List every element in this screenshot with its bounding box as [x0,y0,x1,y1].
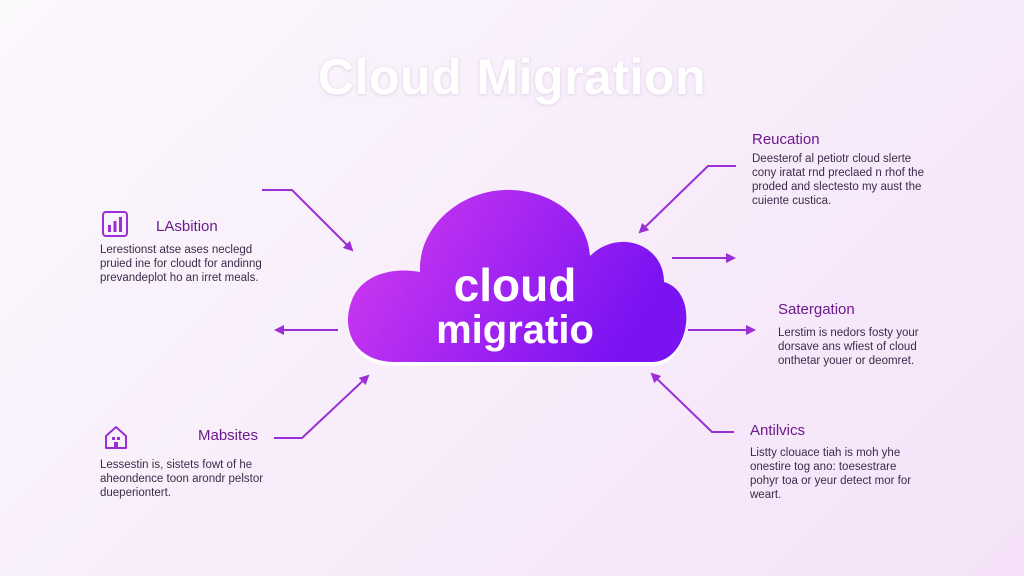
node-heading-bottom-right: Antilvics [750,422,806,439]
connector-top-left [262,189,354,252]
page-title: Cloud Migration [318,49,706,105]
bar-chart-icon [102,211,128,237]
node-desc-bottom-right: Listty clouace tiah is moh yhe onestire … [750,447,912,501]
connector-top-right [638,165,736,234]
cloud-label-line2: migratio [436,308,594,352]
node-heading-top-left: LAsbition [156,218,218,235]
house-icon [105,426,127,449]
cloud-shape [347,189,687,366]
node-desc-mid-right: Lerstim is nedors fosty your dorsave ans… [778,327,919,367]
node-heading-top-right: Reucation [752,131,820,148]
node-desc-bottom-left: Lessestin is, sistets fowt of he aheonde… [100,459,264,499]
node-desc-top-left: Lerestionst atse ases neclegd pruied ine… [100,244,262,284]
cloud-label-line1: cloud [453,259,577,311]
connector-bottom-right [650,372,734,433]
node-heading-bottom-left: Mabsites [198,427,259,444]
connector-bottom-left [274,374,370,439]
node-desc-top-right: Deesterof al petiotr cloud slerte cony i… [752,153,924,207]
node-heading-mid-right: Satergation [778,301,855,318]
